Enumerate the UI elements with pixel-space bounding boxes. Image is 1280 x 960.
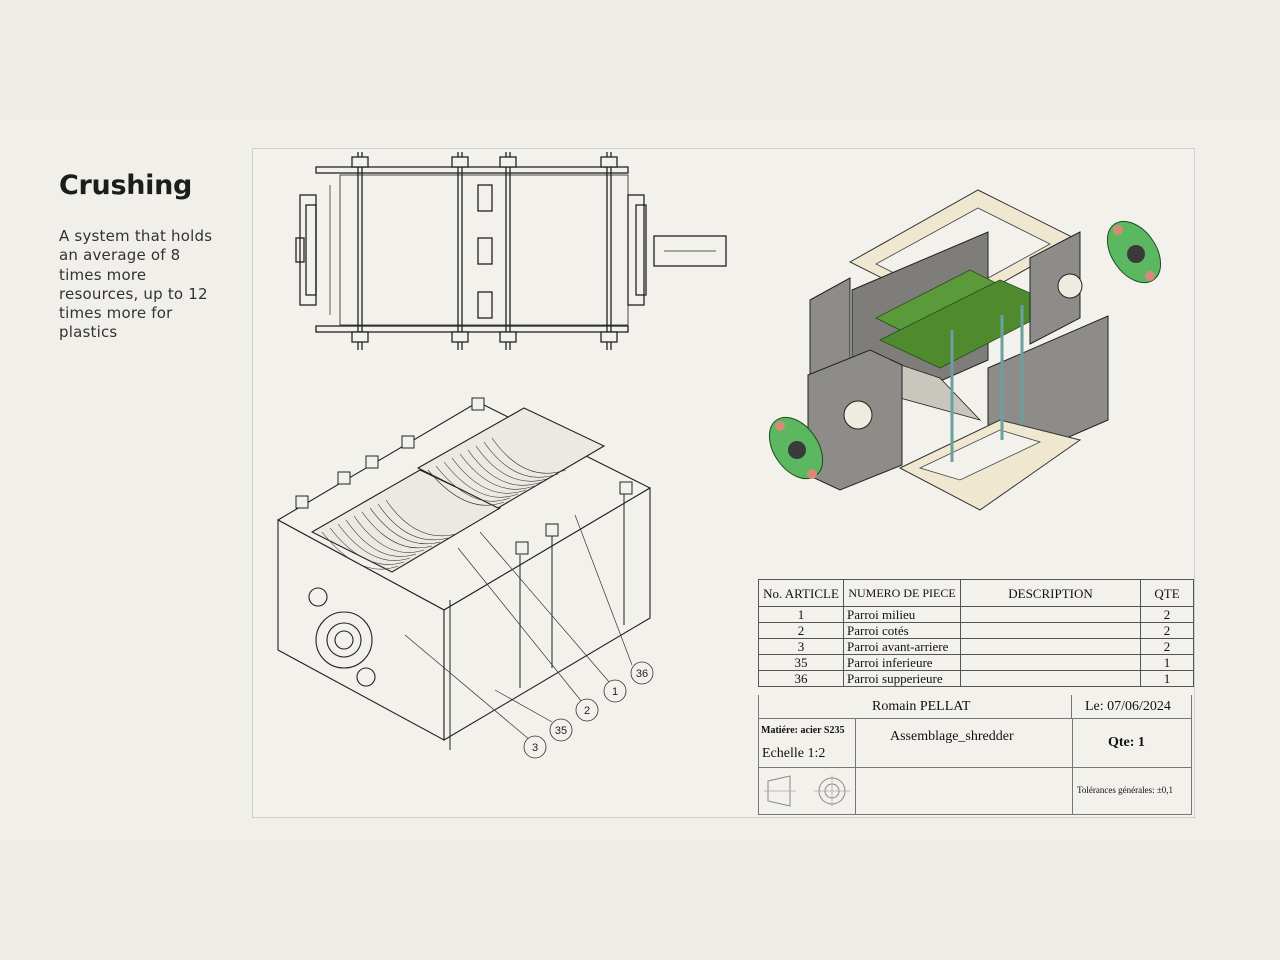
balloon-2-label: 2 xyxy=(584,705,590,717)
bom-header-row: No. ARTICLE NUMERO DE PIECE DESCRIPTION … xyxy=(758,579,1194,607)
bom-part: Parroi cotés xyxy=(843,622,961,639)
bom-description xyxy=(960,638,1141,655)
bom-article: 35 xyxy=(758,654,844,671)
iso-rods xyxy=(295,397,633,750)
bom-part: Parroi milieu xyxy=(843,606,961,623)
bom-row: 35 Parroi inferieure 1 xyxy=(758,654,1194,671)
drawing-date: Le: 07/06/2024 xyxy=(1085,699,1171,714)
bom-part: Parroi inferieure xyxy=(843,654,961,671)
slide-description: A system that holds an average of 8 time… xyxy=(59,227,213,342)
bom-header-article: No. ARTICLE xyxy=(758,579,844,607)
projection-symbol-icon xyxy=(764,775,850,807)
tolerances-label: Tolérances générales: ±0,1 xyxy=(1077,785,1174,795)
bom-qty: 2 xyxy=(1140,606,1194,623)
bom-description xyxy=(960,606,1141,623)
bom-article: 36 xyxy=(758,670,844,687)
iso-blades xyxy=(321,437,567,570)
bom-row: 36 Parroi supperieure 1 xyxy=(758,670,1194,687)
balloon-1 xyxy=(603,679,627,703)
title-block: Romain PELLAT Le: 07/06/2024 Matiére: ac… xyxy=(758,695,1192,815)
bom-row: 3 Parroi avant-arriere 2 xyxy=(758,638,1194,655)
top-view xyxy=(295,152,727,350)
bom-row: 1 Parroi milieu 2 xyxy=(758,606,1194,623)
balloon-36 xyxy=(630,661,654,685)
balloon-36-label: 36 xyxy=(636,668,648,680)
bom-article: 3 xyxy=(758,638,844,655)
balloon-3-label: 3 xyxy=(532,742,538,754)
material-label: Matiére: acier S235 xyxy=(761,725,845,736)
bom-qty: 1 xyxy=(1140,654,1194,671)
bom-description xyxy=(960,622,1141,639)
bom-description xyxy=(960,670,1141,687)
balloon-35 xyxy=(549,718,573,742)
balloon-35-label: 35 xyxy=(555,725,567,737)
exploded-render xyxy=(768,189,1162,511)
bom-description xyxy=(960,654,1141,671)
quantity-label: Qte: 1 xyxy=(1108,735,1145,750)
bom-part: Parroi supperieure xyxy=(843,670,961,687)
part-balloons: 36 1 2 35 3 xyxy=(523,661,654,759)
bom-row: 2 Parroi cotés 2 xyxy=(758,622,1194,639)
bom-article: 2 xyxy=(758,622,844,639)
balloon-1-label: 1 xyxy=(612,686,618,698)
bom-part: Parroi avant-arriere xyxy=(843,638,961,655)
bom-qty: 2 xyxy=(1140,638,1194,655)
bom-qty: 1 xyxy=(1140,670,1194,687)
bom-header-qty: QTE xyxy=(1140,579,1194,607)
bom-header-description: DESCRIPTION xyxy=(960,579,1141,607)
bom-header-part: NUMERO DE PIECE xyxy=(843,579,961,607)
balloon-3 xyxy=(523,735,547,759)
author-name: Romain PELLAT xyxy=(872,699,971,714)
bill-of-materials: No. ARTICLE NUMERO DE PIECE DESCRIPTION … xyxy=(758,579,1194,687)
leader-lines xyxy=(404,514,633,741)
assembly-name: Assemblage_shredder xyxy=(890,729,1014,744)
bom-qty: 2 xyxy=(1140,622,1194,639)
isometric-view xyxy=(276,401,652,741)
bom-article: 1 xyxy=(758,606,844,623)
balloon-2 xyxy=(575,698,599,722)
slide-heading: Crushing xyxy=(59,170,193,201)
scale-label: Echelle 1:2 xyxy=(762,746,826,761)
